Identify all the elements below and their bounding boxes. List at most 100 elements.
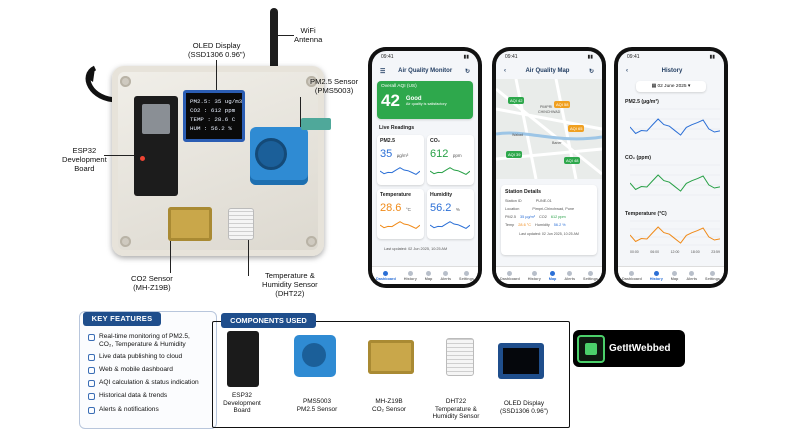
feature-item: Historical data & trends (88, 392, 167, 400)
callout-pms: PM2.5 Sensor(PMS5003) (310, 77, 359, 95)
callout-oled: OLED Display(SSD1306 0.96") (188, 41, 246, 59)
dht22-image (446, 338, 474, 376)
chip-icon (142, 104, 170, 134)
aqi-card[interactable]: Overall AQI (US) 42 Good Air quality is … (377, 81, 473, 119)
dht22-sensor (228, 208, 254, 240)
reading-co2[interactable]: CO₂ 612 ppm (427, 135, 474, 185)
place-label: PIMPRI (540, 105, 553, 109)
map-pin[interactable]: AQI 65 (568, 125, 585, 132)
aqi-status: Good (405, 96, 422, 102)
screw-icon (306, 76, 317, 87)
bottom-nav: Dashboard History Map Alerts Settings (618, 266, 724, 284)
last-updated: Last updated: 02 Jun 2025, 10:25 AM (384, 247, 448, 251)
nav-dashboard[interactable]: Dashboard (622, 270, 642, 281)
feature-item: AQI calculation & status indication (88, 379, 199, 387)
place-label: Wakad (512, 133, 524, 137)
nav-history[interactable]: History (404, 270, 417, 281)
oled-image (498, 343, 544, 379)
nav-map[interactable]: Map (671, 270, 678, 281)
oled-line: TEMP : 28.6 C (190, 116, 236, 123)
screw-icon (306, 236, 317, 247)
gauge-icon (88, 380, 95, 387)
key-features-title: KEY FEATURES (83, 312, 161, 326)
nav-alerts[interactable]: Alerts (564, 270, 575, 281)
map-pin[interactable]: AQI 48 (564, 157, 581, 164)
component-oled: OLED Display(SSD1306 0.96") (499, 400, 549, 415)
back-icon[interactable]: ‹ (626, 68, 628, 74)
callout-dht: Temperature &Humidity Sensor(DHT22) (262, 271, 318, 298)
co2-history-chart (630, 164, 720, 196)
refresh-icon[interactable]: ↻ (464, 68, 470, 75)
nav-map[interactable]: Map (425, 270, 432, 281)
battery-icon: ▮▮ (463, 54, 469, 60)
phone-dashboard: 09:41▮▮ ☰ Air Quality Monitor ↻ Overall … (368, 47, 482, 288)
screen-title: Air Quality Map (525, 68, 570, 74)
components-title: COMPONENTS USED (221, 313, 316, 328)
status-time: 09:41 (381, 54, 394, 60)
nav-map[interactable]: Map (549, 270, 556, 281)
oled-line: PM2.5: 35 ug/m3 (190, 98, 243, 105)
sensor-pcb (301, 118, 331, 130)
date-picker[interactable]: ▦ 02 June 2025 ▾ (636, 81, 706, 92)
key-features-panel (79, 311, 217, 429)
bell-icon (88, 407, 95, 414)
screw-icon (120, 76, 131, 87)
monitor-icon (88, 334, 95, 341)
feature-item-cont: CO₂, Temperature & Humidity (99, 341, 186, 348)
nav-alerts[interactable]: Alerts (440, 270, 451, 281)
mhz19b-sensor (168, 207, 212, 241)
chart-label: Temperature (°C) (625, 211, 667, 217)
nav-settings[interactable]: Settings (705, 270, 720, 281)
back-icon[interactable]: ‹ (504, 68, 506, 74)
feature-item: Real-time monitoring of PM2.5, (88, 333, 190, 341)
feature-item: Alerts & notifications (88, 406, 159, 414)
nav-dashboard[interactable]: Dashboard (500, 270, 520, 281)
nav-alerts[interactable]: Alerts (686, 270, 697, 281)
wifi-antenna (270, 8, 278, 94)
menu-icon[interactable]: ☰ (380, 68, 386, 75)
led-icon (140, 156, 145, 161)
nav-history[interactable]: History (528, 270, 541, 281)
aqi-label: Overall AQI (US) (381, 84, 417, 89)
place-label: Baner (552, 141, 562, 145)
reading-pm25[interactable]: PM2.5 35 µg/m³ (377, 135, 424, 185)
aqi-value: 42 (381, 91, 400, 110)
brand-logo[interactable]: GetItWebbed (573, 330, 685, 367)
map-pin[interactable]: AQI 58 (554, 101, 571, 108)
oled-line: CO2 : 612 ppm (190, 107, 236, 114)
phone-map: 09:41▮▮ ‹ Air Quality Map ↻ PIMPRI CHINC… (492, 47, 606, 288)
temperature-history-chart (630, 220, 720, 246)
nav-settings[interactable]: Settings (583, 270, 598, 281)
map-view[interactable]: PIMPRI CHINCHWAD Wakad Baner AQI 42 AQI … (496, 79, 602, 179)
screw-icon (120, 236, 131, 247)
calendar-icon: ▦ (651, 84, 658, 89)
chart-label: CO₂ (ppm) (625, 155, 651, 161)
map-pin[interactable]: AQI 42 (508, 97, 525, 104)
phone-history: 09:41▮▮ ‹ History ▦ 02 June 2025 ▾ PM2.5… (614, 47, 728, 288)
feature-item: Live data publishing to cloud (88, 353, 182, 361)
reading-temperature[interactable]: Temperature 28.6 °C (377, 189, 424, 239)
fan-icon (255, 138, 287, 170)
bottom-nav: Dashboard History Map Alerts Settings (372, 266, 478, 284)
map-roads (496, 79, 602, 179)
battery-icon: ▮▮ (587, 54, 593, 60)
reading-humidity[interactable]: Humidity 56.2 % (427, 189, 474, 239)
nav-settings[interactable]: Settings (459, 270, 474, 281)
pm25-history-chart (630, 108, 720, 140)
nav-dashboard[interactable]: Dashboard (376, 270, 396, 281)
chevron-down-icon: ▾ (686, 84, 691, 89)
feature-item: Web & mobile dashboard (88, 366, 173, 374)
logo-icon (577, 334, 605, 363)
map-pin[interactable]: AQI 39 (506, 151, 523, 158)
nav-history[interactable]: History (650, 270, 663, 281)
refresh-icon[interactable]: ↻ (588, 68, 594, 75)
esp32-image (227, 331, 259, 387)
